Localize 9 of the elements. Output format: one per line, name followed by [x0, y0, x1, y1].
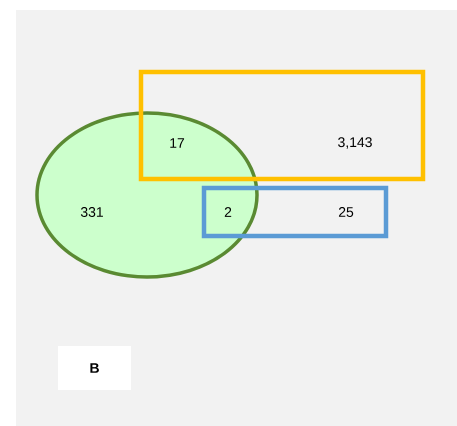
count-label: 25 — [338, 207, 354, 217]
venn-ellipse — [35, 111, 259, 279]
count-label: 2 — [224, 207, 232, 217]
count-label: 331 — [80, 207, 103, 217]
count-label: 3,143 — [338, 137, 372, 149]
venn-rectangle — [202, 186, 388, 238]
letter-box: B — [58, 346, 131, 390]
count-label: 17 — [170, 138, 184, 148]
venn-rectangle — [138, 70, 426, 182]
